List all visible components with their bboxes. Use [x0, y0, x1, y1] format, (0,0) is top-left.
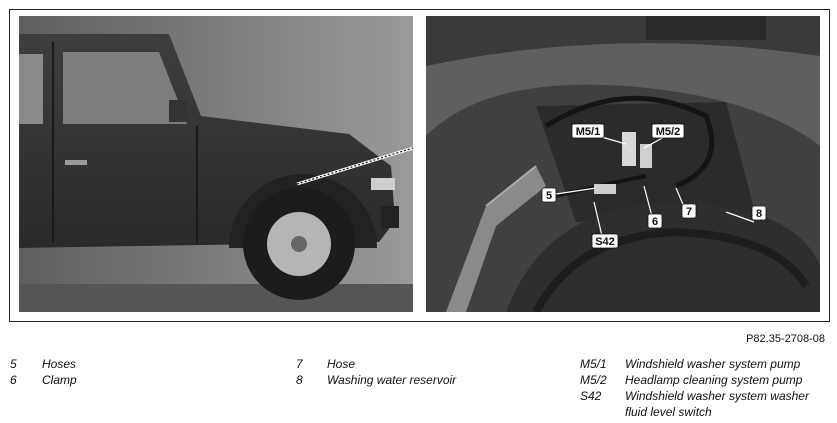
legend-text: Headlamp cleaning system pump: [625, 373, 803, 387]
legend-text: Hoses: [42, 357, 77, 371]
legend-item: 5 Hoses: [10, 356, 77, 372]
legend-text: Clamp: [42, 373, 77, 387]
legend-text: Hose: [327, 357, 356, 371]
callout-s42-label: S42: [595, 236, 615, 248]
legend-text: Windshield washer system pump: [625, 357, 801, 371]
callout-m5-1-label: M5/1: [576, 126, 600, 138]
legend-column-1: 5 Hoses 6 Clamp: [10, 356, 77, 388]
callout-6: 6: [647, 213, 663, 229]
callout-7: 7: [681, 203, 697, 219]
callout-7-label: 7: [686, 206, 692, 218]
legend-number: S42: [580, 389, 602, 403]
legend-number: 7: [296, 357, 303, 371]
legend-item: M5/2 Headlamp cleaning system pump: [580, 372, 825, 388]
legend-number: 5: [10, 357, 17, 371]
legend-text: Windshield washer system washer fluid le…: [625, 389, 809, 419]
legend-item: S42 Windshield washer system washer flui…: [580, 388, 825, 420]
legend-item: 6 Clamp: [10, 372, 77, 388]
callout-m5-1: M5/1: [571, 123, 605, 139]
legend-item: 7 Hose: [296, 356, 456, 372]
vehicle-photo: [19, 16, 413, 312]
callout-m5-2-label: M5/2: [656, 126, 680, 138]
callout-m5-2: M5/2: [651, 123, 685, 139]
callout-s42: S42: [591, 233, 619, 249]
legend-item: 8 Washing water reservoir: [296, 372, 456, 388]
legend-number: M5/2: [580, 373, 607, 387]
legend-column-3: M5/1 Windshield washer system pump M5/2 …: [580, 356, 825, 420]
legend-number: M5/1: [580, 357, 607, 371]
callout-5-label: 5: [546, 190, 552, 202]
legend-number: 8: [296, 373, 303, 387]
callout-8: 8: [751, 205, 767, 221]
callout-5: 5: [541, 187, 557, 203]
detail-photo: M5/1 M5/2 5 6 7 8 S42: [426, 16, 820, 312]
legend-number: 6: [10, 373, 17, 387]
callout-8-label: 8: [756, 208, 762, 220]
callout-6-label: 6: [652, 216, 658, 228]
legend-item: M5/1 Windshield washer system pump: [580, 356, 825, 372]
figure-id: P82.35-2708-08: [746, 333, 825, 345]
legend-text: Washing water reservoir: [327, 373, 457, 387]
legend-column-2: 7 Hose 8 Washing water reservoir: [296, 356, 456, 388]
